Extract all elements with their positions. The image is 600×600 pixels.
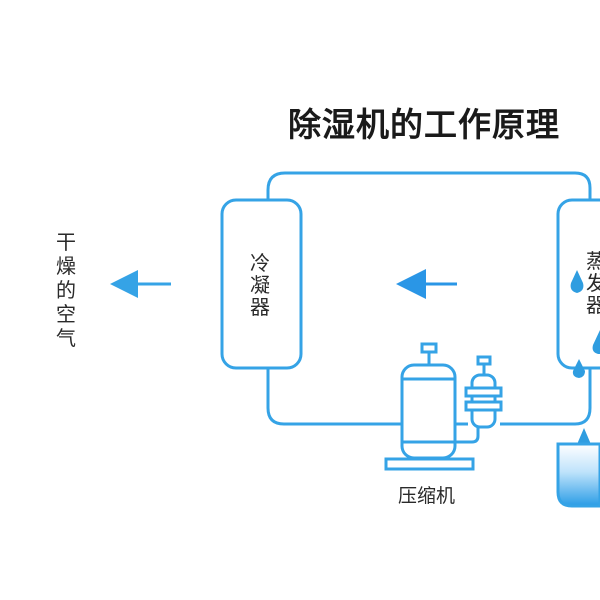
water-droplet-icon — [572, 359, 585, 378]
compressor-icon — [384, 342, 503, 471]
water-droplet-icon — [570, 270, 584, 293]
page-title: 除湿机的工作原理 — [288, 105, 560, 144]
dry-air-char: 的 — [56, 278, 76, 302]
evaporator-char: 器 — [586, 293, 600, 317]
dry-air-char: 空 — [56, 302, 76, 326]
dry-air-label: 干 燥 的 空 气 — [56, 232, 76, 352]
dry-air-char: 气 — [56, 326, 76, 350]
dry-air-char: 燥 — [56, 254, 76, 278]
condenser-label: 冷 凝 器 — [250, 253, 270, 319]
condenser-char: 冷 — [250, 251, 270, 275]
condenser-char: 器 — [250, 295, 270, 319]
condenser-box — [220, 198, 303, 370]
arrow-left-icon — [396, 269, 457, 299]
compressor-label: 压缩机 — [398, 485, 456, 507]
water-droplet-icon — [592, 330, 600, 354]
refrigerant-loop — [266, 171, 592, 426]
dry-air-char: 干 — [56, 230, 76, 254]
arrow-left-icon — [110, 270, 171, 298]
water-tank-icon — [556, 442, 600, 508]
evaporator-char: 蒸 — [586, 249, 600, 273]
evaporator-char: 发 — [586, 271, 600, 295]
condenser-char: 凝 — [250, 273, 270, 297]
evaporator-label: 蒸 发 器 — [586, 251, 600, 317]
